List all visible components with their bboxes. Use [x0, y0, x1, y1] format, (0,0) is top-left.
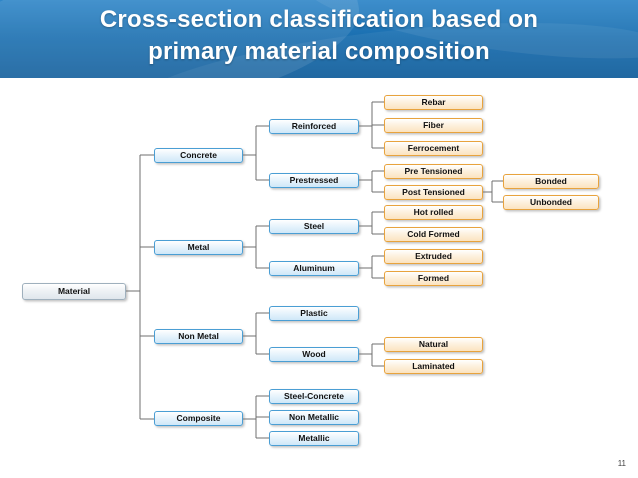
- tree-node-aluminum: Aluminum: [269, 261, 359, 276]
- tree-node-steel: Steel: [269, 219, 359, 234]
- tree-node-post-tensioned: Post Tensioned: [384, 185, 483, 200]
- tree-connectors: [126, 101, 503, 439]
- tree-node-pre-tensioned: Pre Tensioned: [384, 164, 483, 179]
- slide-header: Cross-section classification based on pr…: [0, 0, 638, 78]
- tree-node-rebar: Rebar: [384, 95, 483, 110]
- tree-node-extruded: Extruded: [384, 249, 483, 264]
- tree-node-formed: Formed: [384, 271, 483, 286]
- tree-node-concrete: Concrete: [154, 148, 243, 163]
- tree-node-plastic: Plastic: [269, 306, 359, 321]
- tree-node-non-metallic: Non Metallic: [269, 410, 359, 425]
- tree-node-laminated: Laminated: [384, 359, 483, 374]
- tree-node-ferrocement: Ferrocement: [384, 141, 483, 156]
- tree-node-prestressed: Prestressed: [269, 173, 359, 188]
- tree-node-material: Material: [22, 283, 126, 300]
- page-title-line-2: primary material composition: [148, 38, 490, 65]
- tree-node-nonmetal: Non Metal: [154, 329, 243, 344]
- tree-node-composite: Composite: [154, 411, 243, 426]
- page-title: Cross-section classification based on pr…: [0, 4, 638, 68]
- tree-node-unbonded: Unbonded: [503, 195, 599, 210]
- tree-node-fiber: Fiber: [384, 118, 483, 133]
- tree-node-bonded: Bonded: [503, 174, 599, 189]
- page-title-line-1: Cross-section classification based on: [99, 6, 539, 33]
- tree-node-wood: Wood: [269, 347, 359, 362]
- page-number: 11: [617, 459, 626, 468]
- tree-node-metallic: Metallic: [269, 431, 359, 446]
- tree-node-cold-formed: Cold Formed: [384, 227, 483, 242]
- tree-node-steel-concrete: Steel-Concrete: [269, 389, 359, 404]
- tree-node-natural: Natural: [384, 337, 483, 352]
- tree-node-reinforced: Reinforced: [269, 119, 359, 134]
- tree-node-hot-rolled: Hot rolled: [384, 205, 483, 220]
- tree-node-metal: Metal: [154, 240, 243, 255]
